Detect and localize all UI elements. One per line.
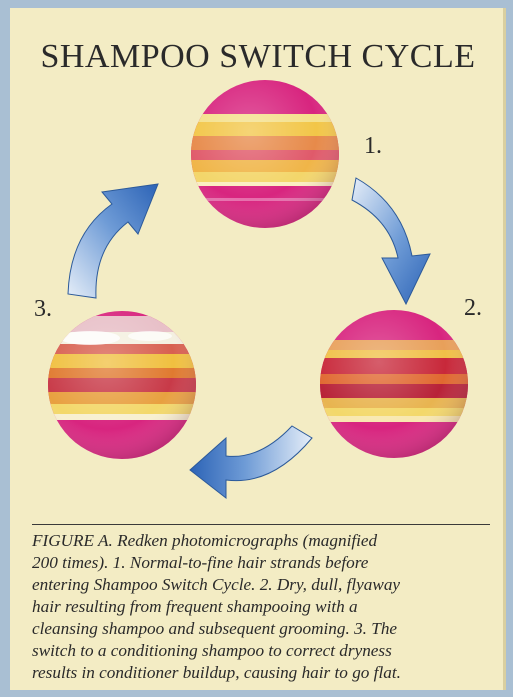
caption-line: cleansing shampoo and subsequent groomin… [32,618,502,640]
caption-line: FIGURE A. Redken photomicrographs (magni… [32,530,502,552]
micrograph-3 [40,311,210,459]
figure-panel: SHAMPOO SWITCH CYCLE [10,8,506,690]
caption-divider [32,524,490,525]
caption-line: hair resulting from frequent shampooing … [32,596,502,618]
micrograph-1 [180,80,350,228]
figure-caption: FIGURE A. Redken photomicrographs (magni… [32,530,502,684]
arrow-1-to-2 [352,178,430,304]
caption-line: entering Shampoo Switch Cycle. 2. Dry, d… [32,574,502,596]
micrograph-2 [310,310,480,458]
caption-line: switch to a conditioning shampoo to corr… [32,640,502,662]
cycle-diagram [10,8,506,518]
caption-line: results in conditioner buildup, causing … [32,662,502,684]
step-2-label: 2. [464,295,482,322]
step-1-label: 1. [364,133,382,160]
arrow-2-to-3 [190,426,312,498]
arrow-3-to-1 [68,184,158,298]
step-3-label: 3. [34,296,52,323]
caption-line: 200 times). 1. Normal-to-fine hair stran… [32,552,502,574]
